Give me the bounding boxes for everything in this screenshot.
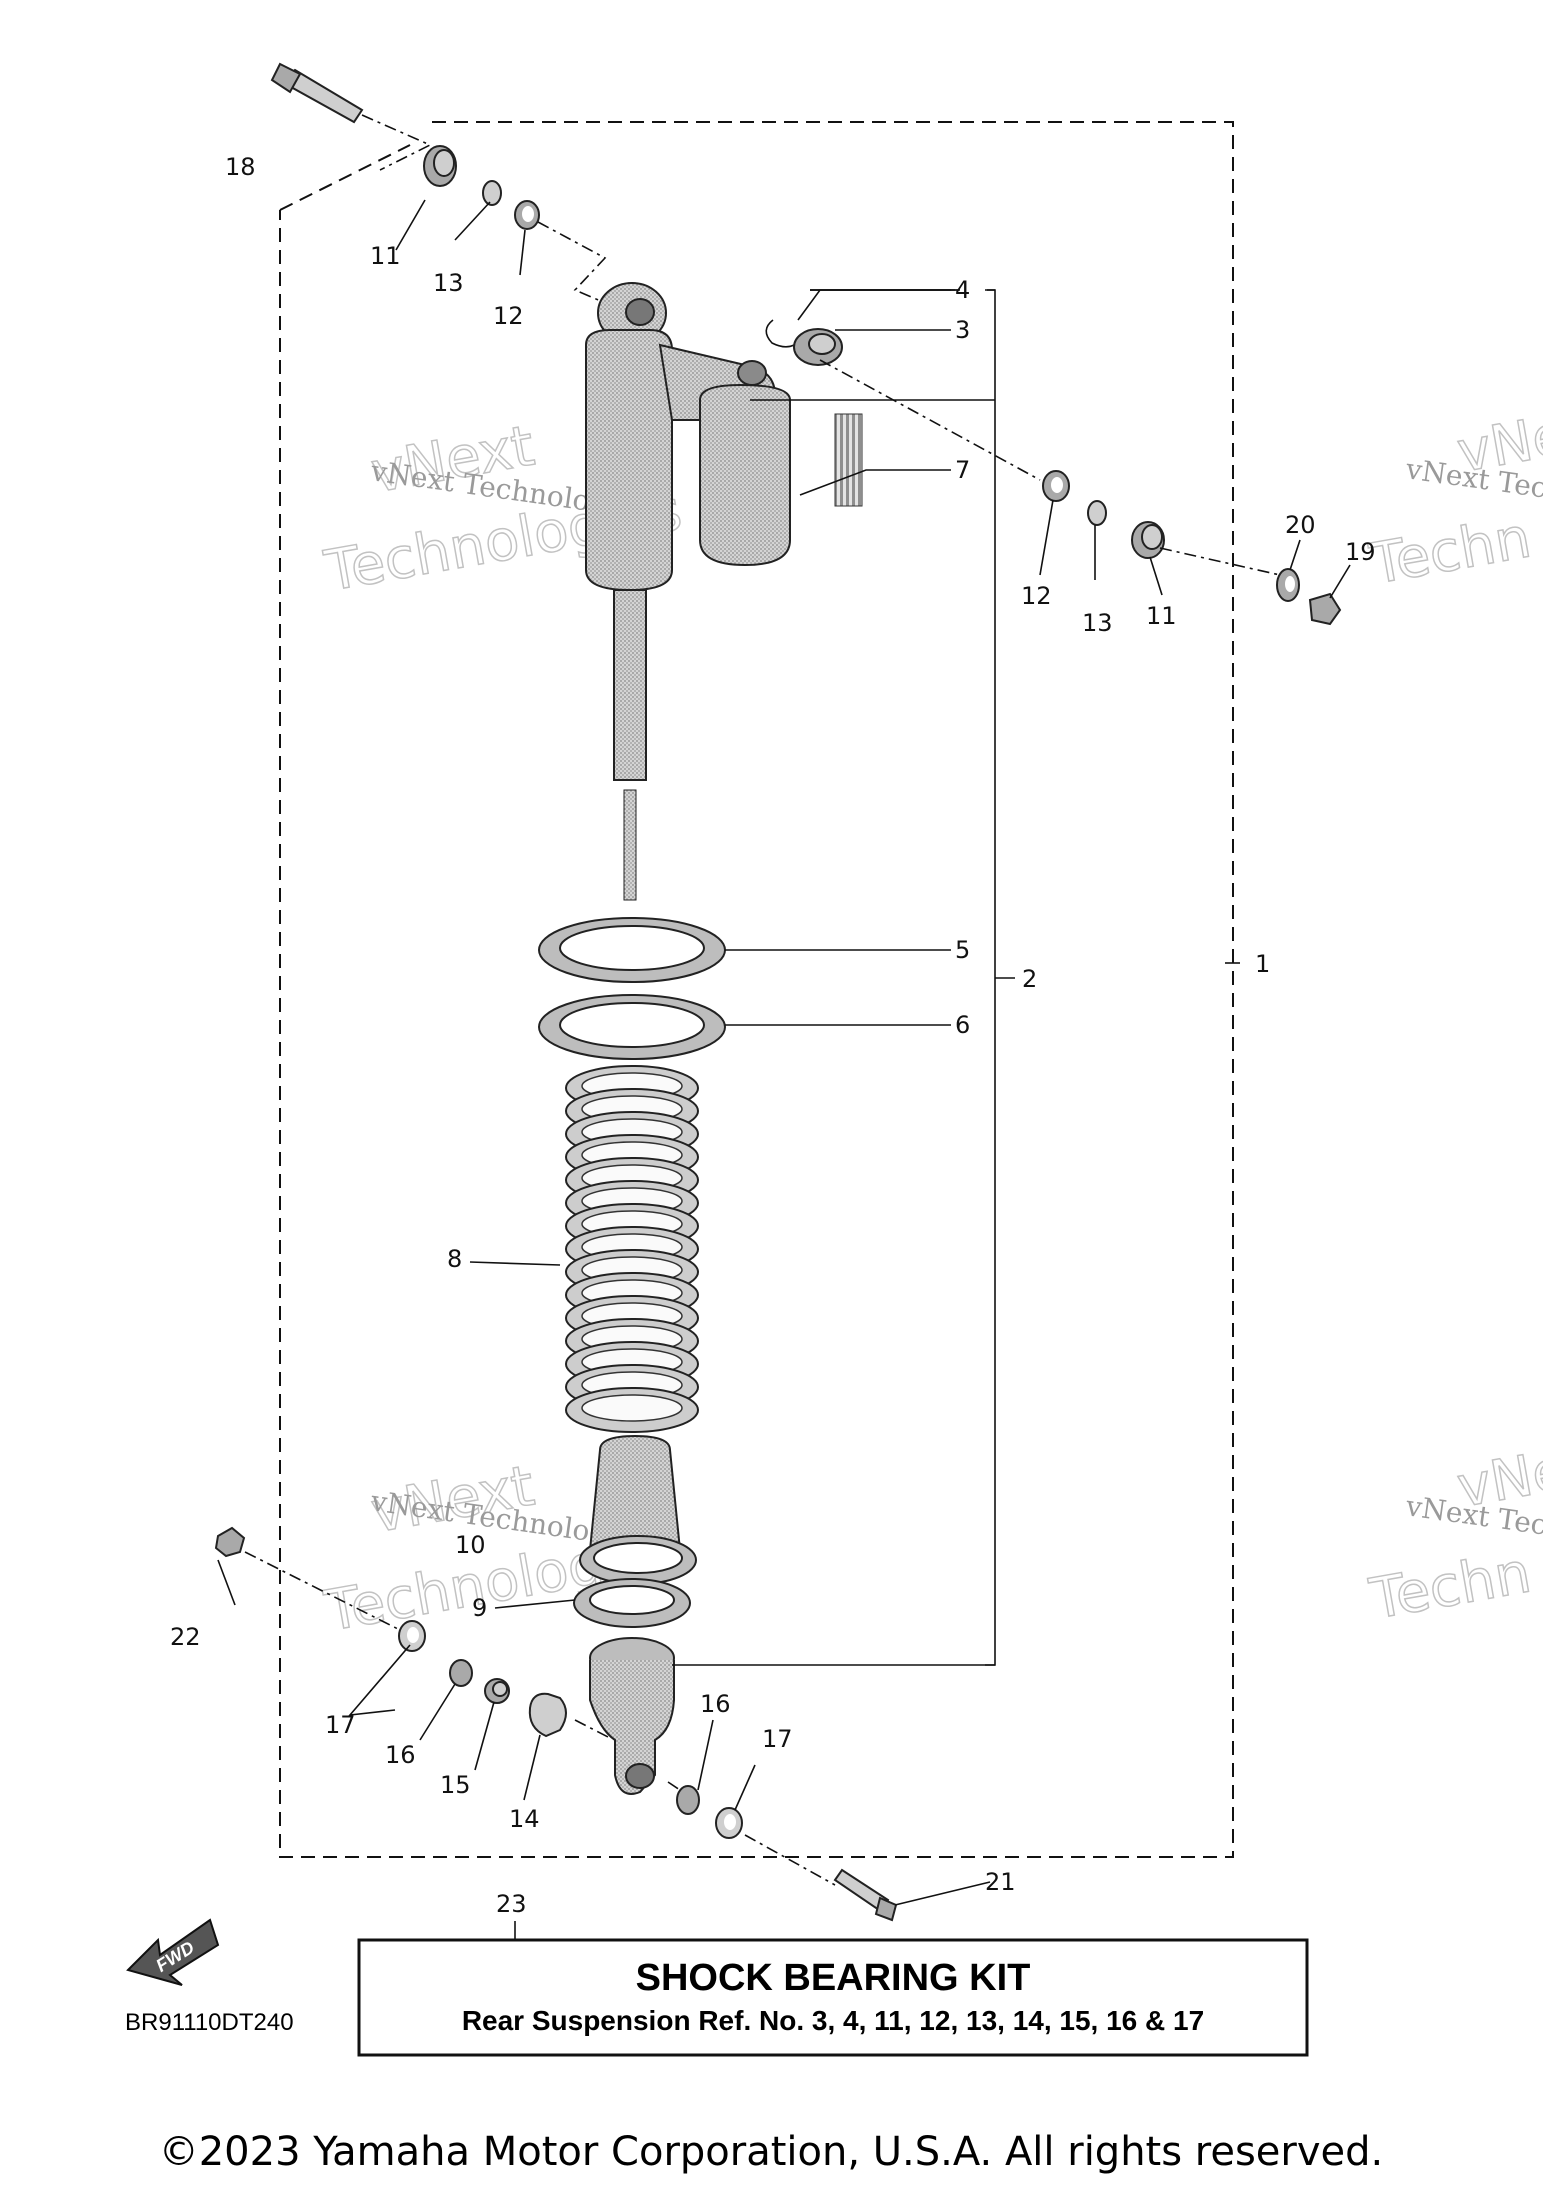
callout-8: 8: [447, 1245, 462, 1273]
callout-13-right: 13: [1082, 609, 1113, 637]
forward-arrow: FWD: [126, 1918, 220, 1986]
ring-nut-6: [538, 994, 726, 1060]
lower-bolt-axis: [744, 1834, 836, 1886]
watermark-big-cut2: Techn: [1365, 505, 1536, 597]
top-bolt-axis: [361, 114, 432, 171]
callout-18: 18: [225, 153, 256, 181]
callout-19: 19: [1345, 538, 1376, 566]
label-sticker: [834, 413, 863, 507]
callout-21: 21: [985, 1868, 1016, 1896]
callout-20: 20: [1285, 511, 1316, 539]
lower-left-axis: [244, 1551, 401, 1631]
watermark-bottom-right: vNe Techn vNext Tec: [1364, 1437, 1543, 1633]
callout-12-right: 12: [1021, 582, 1052, 610]
callout-11-top: 11: [370, 242, 401, 270]
callout-13-top: 13: [433, 269, 464, 297]
copyright-notice: ©2023 Yamaha Motor Corporation, U.S.A. A…: [159, 2129, 1384, 2175]
lower-collar-17-right: [715, 1807, 743, 1839]
diagram-code: BR91110DT240: [125, 2009, 294, 2036]
collar-axis: [819, 359, 1041, 481]
ring-nut-5: [538, 917, 726, 983]
top-seal-13: [482, 180, 502, 206]
lower-clevis: [589, 1637, 675, 1795]
callout-16-right: 16: [700, 1690, 731, 1718]
watermark-top-right: vNe Techn vNext Tec: [1364, 402, 1543, 598]
lower-bolt-21: [833, 1868, 898, 1922]
callout-11-right: 11: [1146, 602, 1177, 630]
top-collar-11: [423, 145, 457, 187]
shock-body: [585, 282, 791, 901]
dust-seal-16-right: [676, 1785, 700, 1815]
washer-20: [1276, 568, 1300, 602]
callout-12-top: 12: [493, 302, 524, 330]
bracket-assembly-2: [985, 289, 996, 1666]
spring-seat-9: [573, 1578, 691, 1628]
top-axis-zigzag: [537, 221, 611, 306]
collar-3: [793, 328, 843, 366]
top-bolt: [270, 62, 364, 124]
callout-5: 5: [955, 936, 970, 964]
leader-lines: [217, 199, 1351, 1940]
bearing-14: [528, 1692, 567, 1738]
dust-seal-16-left: [449, 1659, 473, 1687]
callout-23: 23: [496, 1890, 527, 1918]
right-oil-seal-12: [1042, 470, 1070, 502]
callout-10: 10: [455, 1531, 486, 1559]
right-collar-11: [1131, 521, 1165, 559]
callout-1: 1: [1255, 950, 1270, 978]
callout-2: 2: [1022, 965, 1037, 993]
lower-axis-left: [574, 1719, 611, 1739]
callout-numbers: 1 2 3 4 5 6 7 8 9 10 11 11 12 12 13 13 1…: [170, 153, 1376, 1918]
callout-17-right: 17: [762, 1725, 793, 1753]
top-oil-seal-12: [514, 200, 540, 230]
watermark-big-cut2: Techn: [1365, 1540, 1536, 1632]
lower-collar-17-left: [398, 1620, 426, 1652]
callout-4: 4: [955, 276, 970, 304]
callout-22: 22: [170, 1623, 201, 1651]
collar-15: [484, 1678, 510, 1704]
callout-3: 3: [955, 316, 970, 344]
kit-subtitle: Rear Suspension Ref. No. 3, 4, 11, 12, 1…: [462, 2005, 1204, 2036]
coil-spring: [565, 1065, 699, 1433]
spring-coil-inner: [581, 1394, 683, 1422]
callout-15: 15: [440, 1771, 471, 1799]
callout-17-left: 17: [325, 1711, 356, 1739]
lower-axis-right: [667, 1781, 681, 1791]
kit-title: SHOCK BEARING KIT: [636, 1957, 1031, 1999]
callout-16-left: 16: [385, 1741, 416, 1769]
right-axis: [1159, 547, 1281, 576]
callout-6: 6: [955, 1011, 970, 1039]
assembly-boundary: [279, 121, 1234, 1858]
spring-guide-10: [579, 1535, 697, 1585]
shock-bearing-kit-box: SHOCK BEARING KIT Rear Suspension Ref. N…: [357, 1938, 1309, 2057]
assembly-boundary-diagonal: [279, 144, 411, 211]
nut-22: [214, 1526, 246, 1558]
callout-9: 9: [472, 1594, 487, 1622]
callout-7: 7: [955, 456, 970, 484]
callout-14: 14: [509, 1805, 540, 1833]
right-seal-13: [1087, 500, 1107, 526]
nut-19: [1308, 592, 1342, 626]
